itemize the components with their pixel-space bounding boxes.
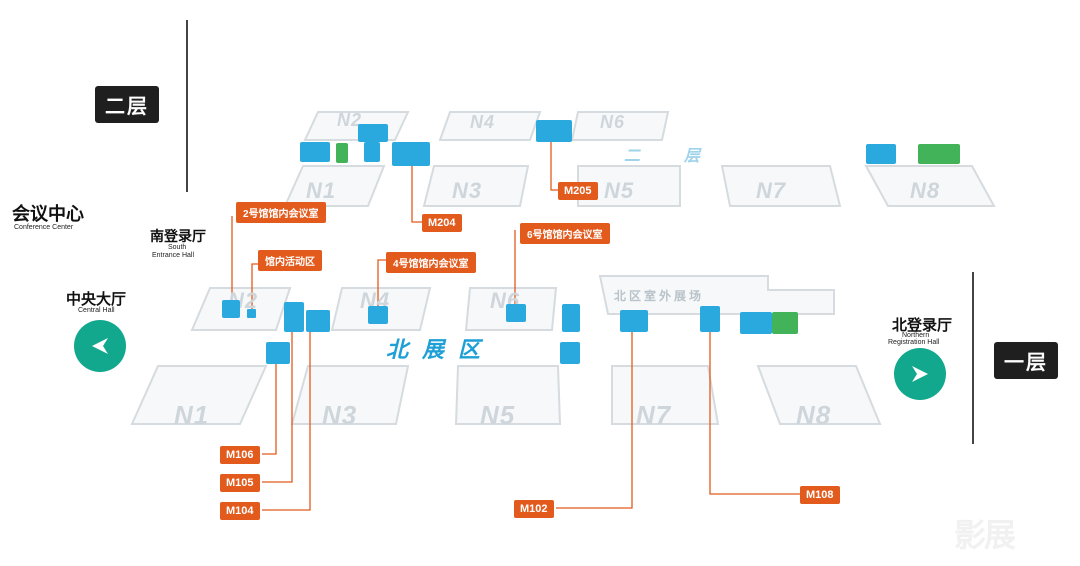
upper-hall-n7-outline xyxy=(720,165,842,207)
upper-hall-label: N4 xyxy=(470,112,496,132)
central-hall-subtitle: Central Hall xyxy=(78,307,115,314)
room-block-hall4-meeting[interactable] xyxy=(368,306,388,324)
northern-hall-button[interactable] xyxy=(894,348,946,400)
lower-hall-n8-outline xyxy=(756,365,882,425)
lower-hall-label: N8 xyxy=(796,400,832,430)
room-m106-label[interactable]: M106 xyxy=(220,446,260,464)
upper-hall-label: N2 xyxy=(337,110,363,130)
outdoor-area-outline xyxy=(598,275,835,315)
room-block[interactable] xyxy=(364,142,380,162)
northern-hall-title: 北登录厅 xyxy=(892,317,953,334)
room-block[interactable] xyxy=(560,342,580,364)
south-entrance-title: 南登录厅 xyxy=(150,228,206,244)
room-block[interactable] xyxy=(918,144,960,164)
room-m204-label[interactable]: M204 xyxy=(422,214,462,232)
upper-hall-label: N8 xyxy=(910,178,941,203)
room-block[interactable] xyxy=(772,312,798,334)
room-block[interactable] xyxy=(740,312,772,334)
upper-hall-label: N5 xyxy=(604,178,635,203)
lower-zone-label: 北展区 xyxy=(386,337,495,362)
room-block-activity-area[interactable] xyxy=(247,309,256,318)
room-block-hall2-meeting[interactable] xyxy=(222,300,240,318)
upper-floor-tag[interactable]: 二层 xyxy=(95,86,159,123)
room-m108-label[interactable]: M108 xyxy=(800,486,840,504)
room-block-m108[interactable] xyxy=(700,306,720,332)
arrow-right-icon xyxy=(912,366,928,382)
hall2-meeting-callout[interactable]: 2号馆馆内会议室 xyxy=(236,202,326,223)
room-block-hall6-meeting[interactable] xyxy=(506,304,526,322)
upper-hall-label: N3 xyxy=(452,178,483,203)
lower-hall-label: N5 xyxy=(480,400,516,430)
room-block-m204[interactable] xyxy=(392,142,430,166)
outdoor-area-label: 北区室外展场 xyxy=(614,289,705,303)
room-block[interactable] xyxy=(300,142,330,162)
central-hall-button[interactable] xyxy=(74,320,126,372)
room-m205-label[interactable]: M205 xyxy=(558,182,598,200)
upper-hall-label: N6 xyxy=(600,112,626,132)
room-m105-label[interactable]: M105 xyxy=(220,474,260,492)
watermark: 影展 xyxy=(954,517,1016,553)
room-block[interactable] xyxy=(336,143,348,163)
conference-center-subtitle: Conference Center xyxy=(14,224,74,231)
conference-center-title: 会议中心 xyxy=(12,204,84,224)
upper-floor-divider xyxy=(186,20,188,192)
lower-hall-label: N7 xyxy=(636,400,672,430)
room-m102-label[interactable]: M102 xyxy=(514,500,554,518)
lower-hall-n7-outline xyxy=(611,365,720,425)
room-block[interactable] xyxy=(358,124,388,142)
lower-hall-label: N1 xyxy=(174,400,210,430)
south-entrance-subtitle: Entrance Hall xyxy=(152,252,195,259)
room-block-m105[interactable] xyxy=(284,302,304,332)
lower-hall-label: N3 xyxy=(322,400,358,430)
room-block-m106[interactable] xyxy=(266,342,290,364)
upper-hall-label: N1 xyxy=(306,178,337,203)
room-m104-label[interactable]: M104 xyxy=(220,502,260,520)
central-hall-title: 中央大厅 xyxy=(66,291,127,308)
arrow-left-icon xyxy=(92,338,108,354)
northern-hall-subtitle: Northern xyxy=(902,332,930,339)
lower-floor-tag[interactable]: 一层 xyxy=(994,342,1058,379)
upper-zone-label: 二层 xyxy=(624,148,745,165)
room-block-m102[interactable] xyxy=(620,310,648,332)
upper-hall-n1-outline xyxy=(283,165,386,207)
room-block-m104[interactable] xyxy=(306,310,330,332)
northern-hall-subtitle: Registration Hall xyxy=(888,339,940,346)
upper-hall-n3-outline xyxy=(422,165,530,207)
upper-hall-label: N7 xyxy=(756,178,787,203)
upper-hall-n8-outline xyxy=(864,165,996,207)
lower-floor-divider xyxy=(972,272,974,444)
upper-hall-n4-outline xyxy=(438,111,542,141)
lower-hall-n2-outline xyxy=(190,287,292,331)
hall6-meeting-callout[interactable]: 6号馆馆内会议室 xyxy=(520,223,610,244)
room-block[interactable] xyxy=(562,304,580,332)
room-block-m205[interactable] xyxy=(536,120,572,142)
hall4-meeting-callout[interactable]: 4号馆馆内会议室 xyxy=(386,252,476,273)
lower-hall-n5-outline xyxy=(454,365,562,425)
activity-area-callout[interactable]: 馆内活动区 xyxy=(258,250,322,271)
upper-hall-n6-outline xyxy=(570,111,670,141)
lower-hall-n1-outline xyxy=(130,365,268,425)
lower-hall-n3-outline xyxy=(290,365,410,425)
south-entrance-subtitle: South xyxy=(168,244,187,251)
room-block[interactable] xyxy=(866,144,896,164)
